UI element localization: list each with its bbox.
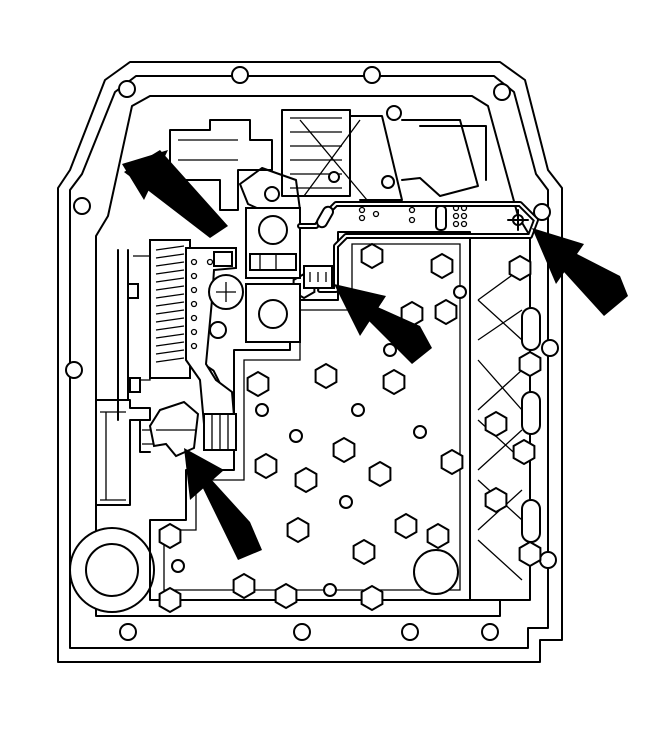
sensor-clip (129, 377, 141, 393)
bolt-hole (231, 66, 249, 84)
pressure-tap-bore (413, 549, 459, 595)
hex-bolt (286, 516, 310, 544)
check-ball-hole (383, 343, 397, 357)
bolt-hole (481, 623, 499, 641)
hex-bolt (484, 486, 508, 514)
bolt-hole (493, 83, 511, 101)
hex-bolt (508, 254, 532, 282)
hex-bolt (440, 448, 464, 476)
upper-valve-bodies (169, 105, 487, 215)
bolt-hole (386, 105, 402, 121)
hex-bolt (158, 522, 182, 550)
solenoid-upper-port (258, 215, 288, 245)
bolt-hole (293, 623, 311, 641)
valve-bore (381, 175, 395, 189)
check-ball-hole (453, 285, 467, 299)
check-ball-hole (351, 403, 365, 417)
bolt-hole (119, 623, 137, 641)
bolt-hole (73, 197, 91, 215)
valve-bore (328, 171, 340, 183)
hex-bolt (314, 362, 338, 390)
port-oval (521, 499, 541, 543)
check-ball-hole (339, 495, 353, 509)
port-oval (521, 307, 541, 351)
check-ball-hole (323, 583, 337, 597)
callout-arrow-icon (184, 448, 262, 560)
callout-arrows (122, 150, 628, 560)
hex-bolt (246, 370, 270, 398)
hex-bolt (518, 350, 542, 378)
hex-bolt (484, 410, 508, 438)
check-ball-hole (171, 559, 185, 573)
hex-bolt (426, 522, 450, 550)
accumulator-housing (149, 239, 191, 379)
shift-solenoids (245, 207, 333, 343)
manual-valve-lever (148, 247, 244, 458)
hex-bolt (360, 242, 384, 270)
bolt-hole (533, 203, 551, 221)
port-oval (521, 391, 541, 435)
check-ball-hole (289, 429, 303, 443)
side-port-ovals (521, 307, 541, 543)
bolt-hole (401, 623, 419, 641)
hex-bolt (368, 460, 392, 488)
valve-body-check-holes (171, 285, 467, 597)
output-shaft-seal (85, 543, 139, 597)
hex-bolt (158, 586, 182, 614)
hex-bolt (232, 572, 256, 600)
pan-bolt-holes (65, 66, 559, 641)
lever-bolt (209, 321, 227, 339)
solenoid-lower-port (258, 299, 288, 329)
harness-clip (435, 205, 447, 231)
lever-detent-holes (190, 258, 214, 350)
hex-bolt (274, 582, 298, 610)
valve-body-hex-bolts (158, 242, 542, 614)
bolt-hole (363, 66, 381, 84)
hex-bolt (394, 512, 418, 540)
callout-arrow-icon (532, 228, 628, 316)
hex-bolt (430, 252, 454, 280)
bolt-hole (118, 80, 136, 98)
accumulator-springs (149, 239, 191, 379)
check-ball-hole (413, 425, 427, 439)
harness-clip (316, 205, 334, 229)
bolt-hole (541, 339, 559, 357)
harness-terminal-holes (358, 204, 468, 228)
callout-arrow-icon (122, 150, 228, 238)
hex-bolt (254, 452, 278, 480)
linkage-pivot (264, 186, 280, 202)
hex-bolt (294, 466, 318, 494)
speed-sensor-target (507, 209, 529, 231)
hex-bolt (360, 584, 384, 612)
hex-bolt (512, 438, 536, 466)
hex-bolt (518, 540, 542, 568)
hex-bolt (434, 298, 458, 326)
sensor-clip (127, 283, 139, 299)
check-ball-hole (255, 403, 269, 417)
hex-bolt (352, 538, 376, 566)
hex-bolt (332, 436, 356, 464)
lever-terminal (213, 251, 233, 267)
bolt-hole (539, 551, 557, 569)
bolt-hole (65, 361, 83, 379)
left-bracket-assembly (69, 249, 157, 613)
hex-bolt (382, 368, 406, 396)
solenoid-upper-connector (249, 253, 297, 271)
callout-arrow-icon (334, 284, 432, 364)
